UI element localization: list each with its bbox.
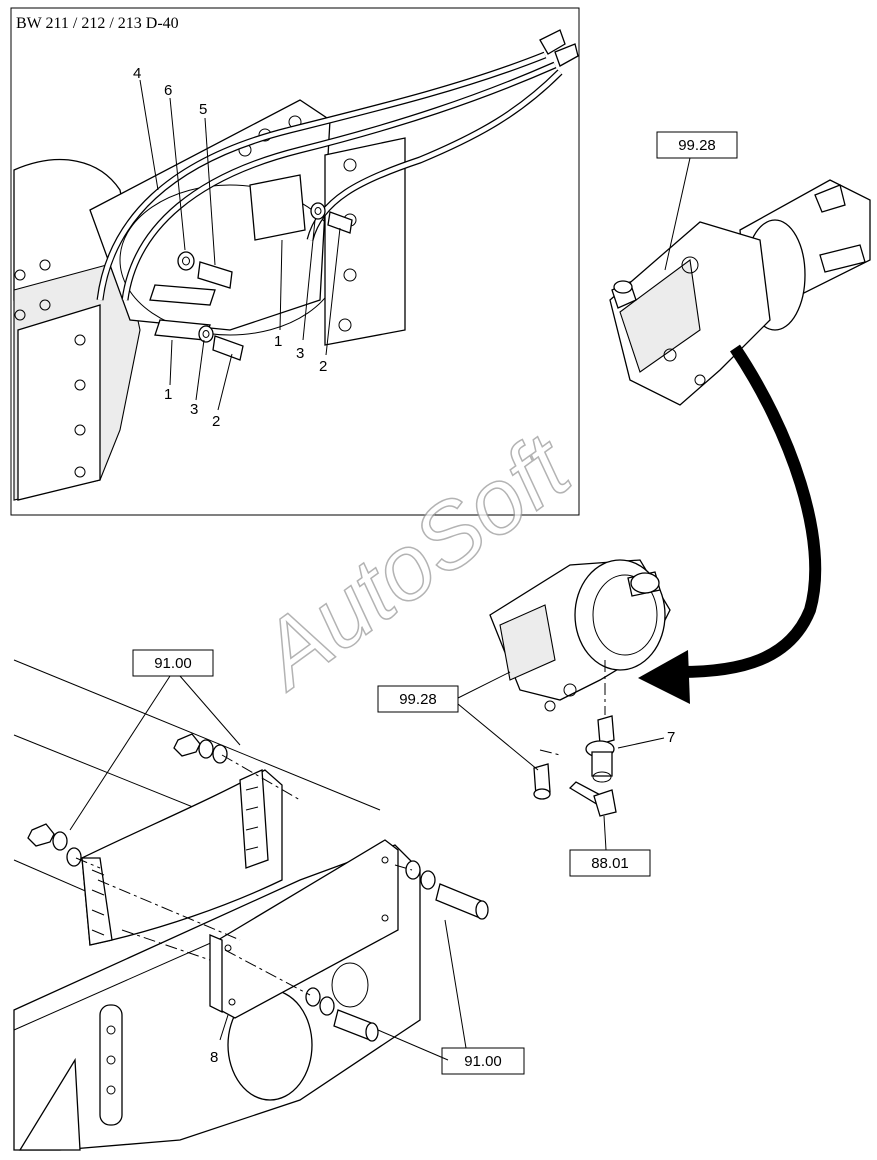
motor-installed [609,179,871,406]
ref-88-01: 88.01 [591,855,629,872]
ref-box-99-28-top [656,131,738,159]
callout-3-left: 3 [190,401,198,418]
callout-8: 8 [210,1049,218,1066]
ref-box-99-28-mid [377,685,459,713]
callout-3-right: 3 [296,345,304,362]
callout-1-left: 1 [164,386,172,403]
transfer-arrow-head [638,650,690,704]
callout-1-right: 1 [274,333,282,350]
ref-91-00-top: 91.00 [154,655,192,672]
diagram-title: BW 211 / 212 / 213 D-40 [16,15,179,32]
ref-box-91-00-top [132,649,214,677]
frame-assembly [13,659,489,1151]
transfer-arrow [679,344,822,678]
ref-box-88-01 [569,849,651,877]
ref-91-00-bottom: 91.00 [464,1053,502,1070]
motor-exploded [489,559,671,817]
ref-99-28-top: 99.28 [678,137,716,154]
callout-4: 4 [133,65,141,82]
callout-6: 6 [164,82,172,99]
ref-99-28-mid: 99.28 [399,691,437,708]
callout-7: 7 [667,729,675,746]
callout-2-left: 2 [212,413,220,430]
detail-frame: BW 211 / 212 / 213 D-40 [10,7,580,516]
ref-box-91-00-bottom [441,1047,525,1075]
callout-2-right: 2 [319,358,327,375]
callout-5: 5 [199,101,207,118]
